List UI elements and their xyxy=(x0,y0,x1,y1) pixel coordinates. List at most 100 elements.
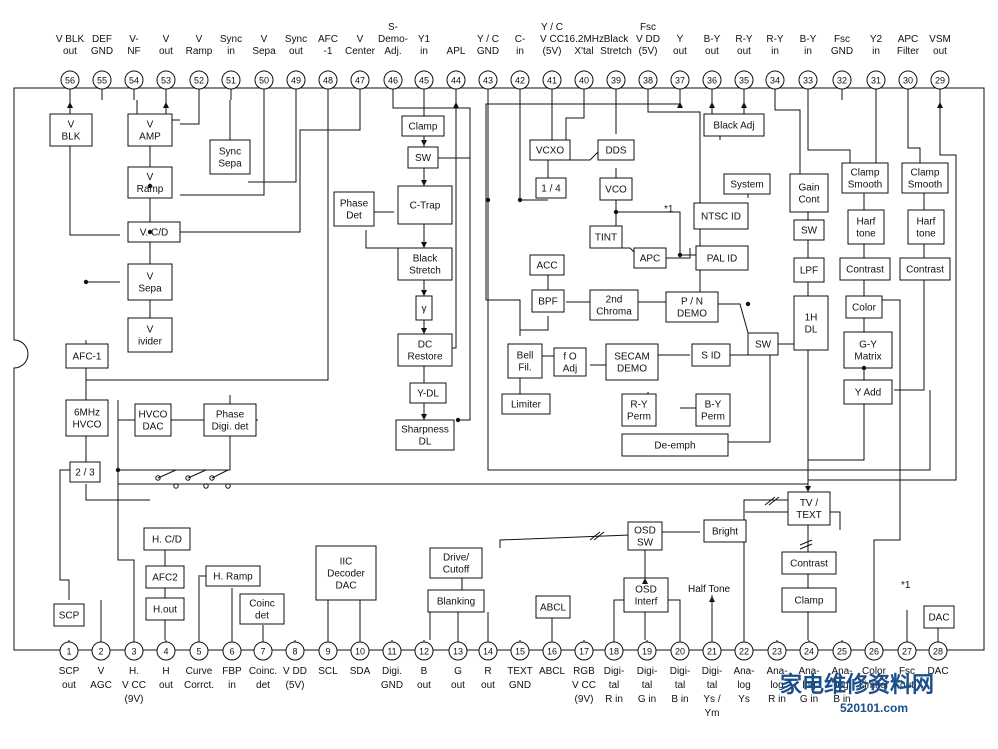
pin-number: 13 xyxy=(453,647,463,657)
pin-5 xyxy=(189,641,209,661)
pin-label-line: B-Y xyxy=(704,34,721,45)
pin-10 xyxy=(350,641,370,661)
block-label: IIC xyxy=(340,557,353,568)
pin-label-line: in xyxy=(227,46,235,57)
pin-label-line: Curve xyxy=(186,666,213,677)
pin-label-line: Y / C xyxy=(477,34,499,45)
pin-27 xyxy=(897,641,917,661)
junction-dot xyxy=(517,197,523,203)
pin-label-line: R-Y xyxy=(766,34,784,45)
arrowhead xyxy=(453,102,459,108)
block-label: SW xyxy=(415,153,432,164)
pin-label-line: GND xyxy=(477,46,499,57)
pin-number: 10 xyxy=(355,647,365,657)
block-label: Color xyxy=(852,303,877,314)
junction-dot xyxy=(745,301,751,307)
pin-label-line: DAC xyxy=(927,666,948,677)
pin-label-line: tal xyxy=(707,680,718,691)
block-label: DEMO xyxy=(677,309,707,320)
block-label: AFC-1 xyxy=(73,352,102,363)
pin-label-line: Fsc xyxy=(640,22,656,33)
pin-label-line: (5V) xyxy=(543,46,562,57)
block-sw-g: SW xyxy=(793,219,825,241)
block-tv-text: TV /TEXT xyxy=(787,491,831,526)
pin-4 xyxy=(156,641,176,661)
pin-label-line: V CC xyxy=(572,680,596,691)
block-scp: SCP xyxy=(53,603,85,627)
block-label: TV / xyxy=(800,498,819,509)
pin-label-line: log xyxy=(802,680,815,691)
pin-label-line: Sync xyxy=(220,34,242,45)
block-label: AFC2 xyxy=(152,573,178,584)
block-contrast1: Contrast xyxy=(839,257,891,281)
pin-number: 49 xyxy=(291,76,301,86)
block-label: Det xyxy=(346,211,362,222)
block-label: Clamp xyxy=(911,168,940,179)
block-label: B-Y xyxy=(705,400,722,411)
block-label: SW xyxy=(801,226,818,237)
block-vco: VCO xyxy=(599,177,633,201)
block-label: Harf xyxy=(857,217,876,228)
pin-number: 39 xyxy=(611,76,621,86)
block-label: ivider xyxy=(138,337,163,348)
pin-number: 53 xyxy=(161,76,171,86)
block-label: NTSC ID xyxy=(701,212,741,223)
block-label: Decoder xyxy=(327,569,365,580)
pin-label-line: R-Y xyxy=(735,34,753,45)
pin-number: 44 xyxy=(451,76,461,86)
pin-label-line: out xyxy=(159,680,173,691)
pin-label-line: TEXT xyxy=(507,666,533,677)
junction-dot xyxy=(115,467,121,473)
block-label: Contrast xyxy=(846,265,884,276)
block-label: V xyxy=(147,120,154,131)
block-label: Matrix xyxy=(854,352,881,363)
arrowhead xyxy=(937,102,943,108)
block-dac: DAC xyxy=(923,605,955,629)
block-label: 2nd xyxy=(606,295,623,306)
ic-outline xyxy=(13,87,985,651)
block-label: Cont xyxy=(798,195,819,206)
block-acc: ACC xyxy=(529,254,565,276)
pin-label-line: Ana- xyxy=(831,666,852,677)
pin-1 xyxy=(59,641,79,661)
block-label: V. C/D xyxy=(140,228,169,239)
junction-dot xyxy=(147,183,153,189)
pin-25 xyxy=(832,641,852,661)
pin-number: 16 xyxy=(547,647,557,657)
block-label: S ID xyxy=(701,351,720,362)
pin-label-line: (9V) xyxy=(125,694,144,705)
pin-label-line: out xyxy=(737,46,751,57)
pin-number: 52 xyxy=(194,76,204,86)
pin-label-line: Ana- xyxy=(798,666,819,677)
block-label: Perm xyxy=(701,412,725,423)
junction-dot xyxy=(485,197,491,203)
pin-label-line: (5V) xyxy=(639,46,658,57)
pin-label-line: Digi- xyxy=(702,666,723,677)
pin-label-line: Y xyxy=(677,34,684,45)
pin-label-line: B in xyxy=(671,694,688,705)
pin-number: 51 xyxy=(226,76,236,86)
block-label: tone xyxy=(916,229,936,240)
pin-number: 40 xyxy=(579,76,589,86)
block-sw-y: SW xyxy=(407,146,439,169)
pin-label-line: Digi. xyxy=(382,666,402,677)
pin-label-line: G in xyxy=(800,694,818,705)
pin-number: 30 xyxy=(903,76,913,86)
pin-label-line: V DD xyxy=(636,34,660,45)
block-clamp-out: Clamp xyxy=(781,587,837,613)
pin-label-line: GND xyxy=(91,46,113,57)
pin-number: 32 xyxy=(837,76,847,86)
block-label: Stretch xyxy=(409,266,441,277)
pin-label-line: tal xyxy=(642,680,653,691)
star-note-bottom: *1 xyxy=(901,580,911,591)
pin-number: 26 xyxy=(869,647,879,657)
pin-label-line: in xyxy=(420,46,428,57)
